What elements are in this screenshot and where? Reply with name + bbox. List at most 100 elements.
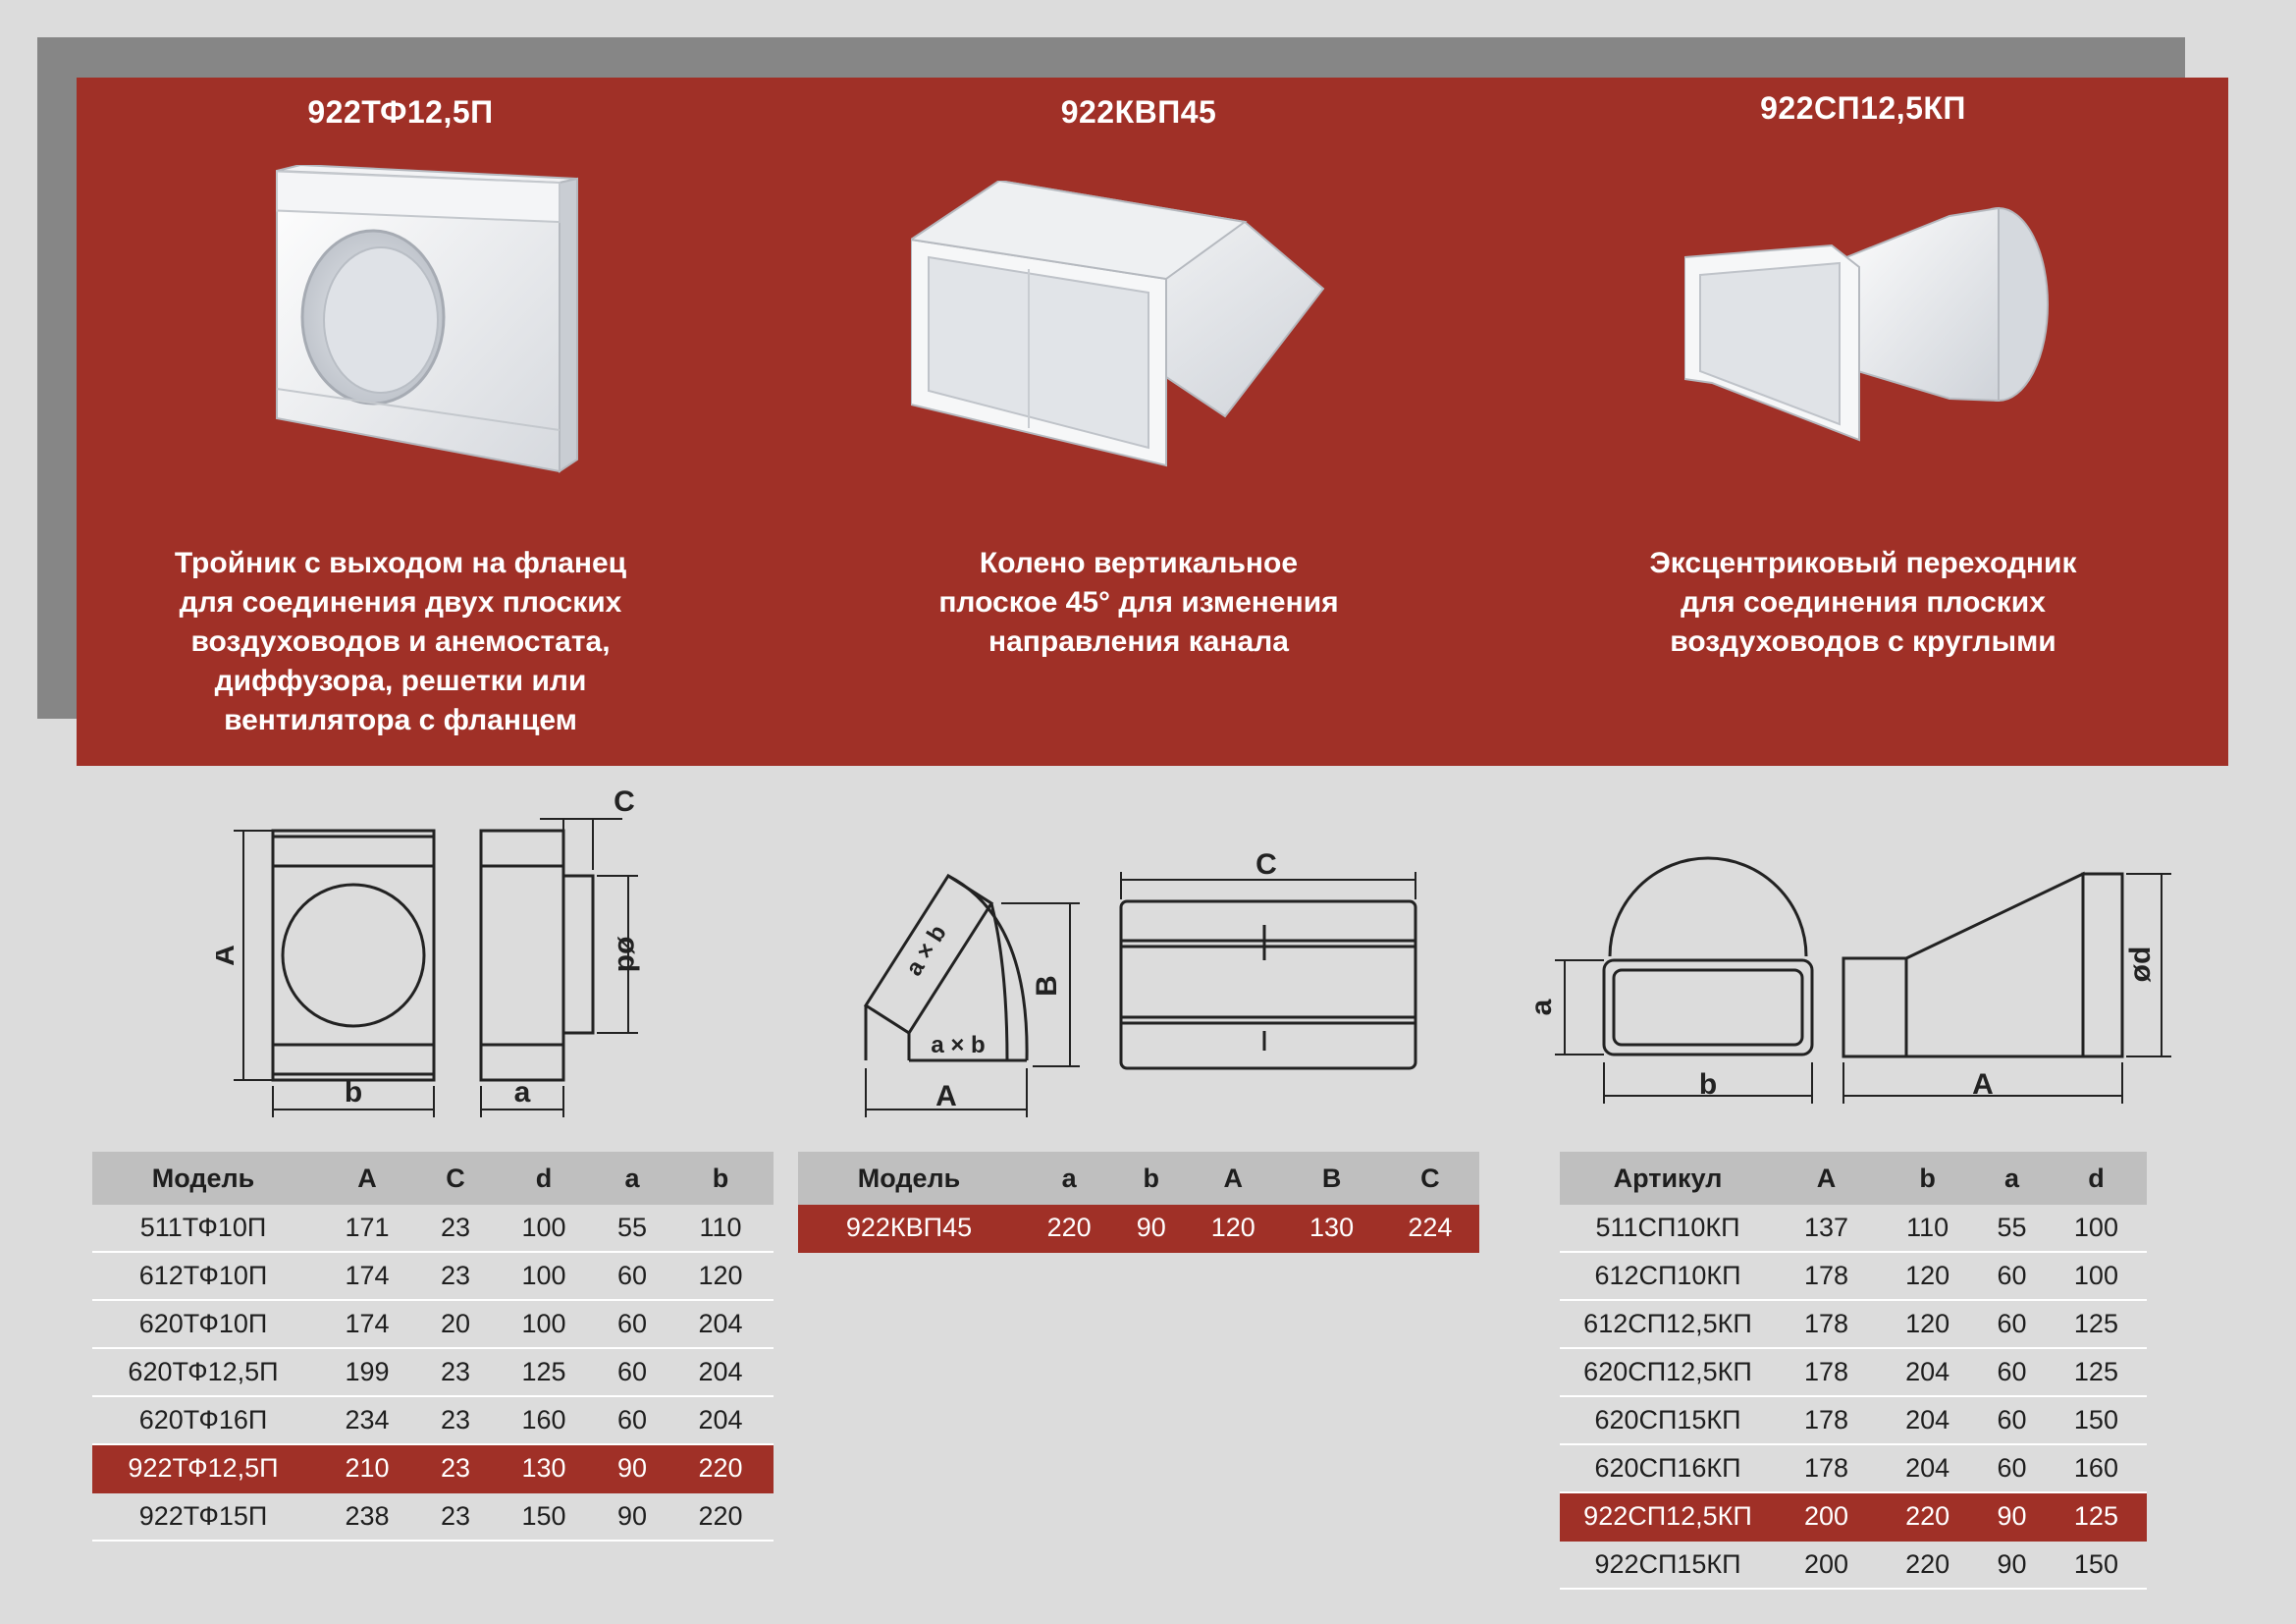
dim-label-a: a [1525,999,1558,1015]
table-cell: 60 [1978,1300,2046,1349]
table-cell: 120 [1184,1205,1283,1253]
product-adapter: 922СП12,5КП Эксцентриковый переходник дл… [1510,90,2216,748]
description-line: воздуховодов и анемостата, [190,625,611,658]
table-cell: 60 [596,1348,667,1397]
table-cell: 178 [1776,1396,1878,1445]
column-header: A [1184,1152,1283,1205]
description-line: для соединения двух плоских [179,586,622,619]
table-cell: 204 [1877,1396,1979,1445]
table-cell: 210 [314,1444,420,1493]
dim-label-ab-diagonal: a × b [901,920,952,980]
elbow-product-image [911,181,1325,467]
table-cell: 125 [490,1348,597,1397]
elbow-diagram: a × b a × b A B C [863,848,1417,1117]
column-header: A [1776,1152,1878,1205]
table-cell: 178 [1776,1252,1878,1301]
table-cell: 90 [1978,1541,2046,1590]
dim-label-d: ød [2124,947,2157,983]
column-header: B [1282,1152,1381,1205]
adapter-diagram: a b A ød [1525,856,2171,1104]
table-cell: 150 [490,1492,597,1542]
product-elbow: 922КВП45 Колено вертикальное плоское 45°… [785,94,1492,752]
table-cell: 125 [2045,1300,2147,1349]
column-header: A [314,1152,420,1205]
column-header: C [1380,1152,1479,1205]
table-cell: 23 [419,1252,491,1301]
table-cell: 620ТФ16П [92,1396,314,1445]
table-cell: 90 [1978,1492,2046,1542]
table-cell: 137 [1776,1205,1878,1253]
table-cell: 120 [667,1252,774,1301]
product-tee: 922ТФ12,5П Тройник с выходом на фланец д… [47,94,754,752]
table-cell: 234 [314,1396,420,1445]
table-cell: 922КВП45 [798,1205,1020,1253]
description-line: для соединения плоских [1681,586,2046,619]
table-cell: 511ТФ10П [92,1205,314,1253]
table-cell: 511СП10КП [1560,1205,1776,1253]
column-header: a [596,1152,667,1205]
table-cell: 120 [1877,1300,1979,1349]
product-description: Эксцентриковый переходник для соединения… [1510,544,2216,662]
description-line: Эксцентриковый переходник [1649,547,2077,579]
table-cell: 922ТФ15П [92,1492,314,1542]
table-cell: 100 [490,1252,597,1301]
table-cell: 200 [1776,1492,1878,1542]
product-title: 922ТФ12,5П [307,94,494,130]
product-description: Тройник с выходом на фланец для соединен… [47,544,754,740]
table-cell: 130 [1282,1205,1381,1253]
description-line: воздуховодов с круглыми [1670,625,2056,658]
table-cell: 620ТФ10П [92,1300,314,1349]
table-cell: 220 [667,1492,774,1542]
table-cell: 612СП10КП [1560,1252,1776,1301]
description-line: диффузора, решетки или [214,665,587,697]
table-cell: 174 [314,1300,420,1349]
tee-diagram: A b a ød C [216,785,644,1117]
table-cell: 23 [419,1444,491,1493]
table-cell: 620СП12,5КП [1560,1348,1776,1397]
column-header: C [419,1152,491,1205]
column-header: Модель [798,1152,1020,1205]
table-cell: 60 [1978,1396,2046,1445]
table-cell: 204 [1877,1348,1979,1397]
table-cell: 100 [490,1300,597,1349]
table-cell: 620СП15КП [1560,1396,1776,1445]
column-header: b [667,1152,774,1205]
table-cell: 130 [490,1444,597,1493]
description-line: направления канала [988,625,1289,658]
dim-label-B: B [1031,975,1063,997]
table-cell: 60 [1978,1348,2046,1397]
table-cell: 110 [1877,1205,1979,1253]
column-header: Артикул [1560,1152,1776,1205]
table-cell: 199 [314,1348,420,1397]
dim-label-A: A [216,945,240,966]
table-cell: 204 [667,1300,774,1349]
column-header: Модель [92,1152,314,1205]
table-cell: 125 [2045,1492,2147,1542]
table-cell: 100 [2045,1205,2147,1253]
table-cell: 60 [1978,1444,2046,1493]
table-cell: 23 [419,1205,491,1253]
table-cell: 90 [596,1444,667,1493]
table-cell: 60 [596,1396,667,1445]
table-cell: 174 [314,1252,420,1301]
table-cell: 922СП15КП [1560,1541,1776,1590]
dim-label-C: C [614,785,635,818]
table-cell: 23 [419,1396,491,1445]
table-cell: 612ТФ10П [92,1252,314,1301]
description-line: вентилятора с фланцем [224,704,577,736]
table-cell: 20 [419,1300,491,1349]
table-cell: 220 [1877,1541,1979,1590]
